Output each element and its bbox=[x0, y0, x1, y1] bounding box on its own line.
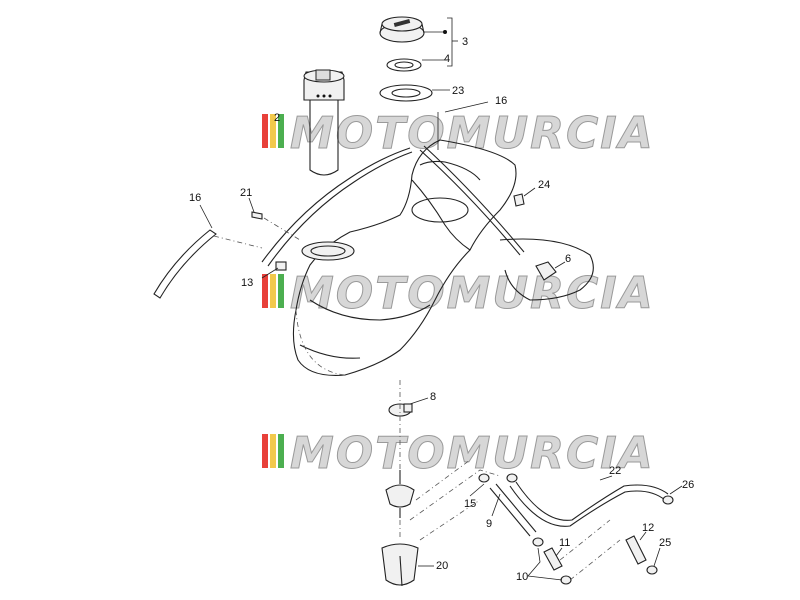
filter-cup bbox=[381, 543, 419, 587]
assembly-guide-lines bbox=[213, 217, 621, 581]
callout-21: 21 bbox=[240, 187, 252, 199]
callout-bracket-3-4 bbox=[422, 17, 458, 67]
callout-26: 26 bbox=[682, 479, 694, 491]
hose-left bbox=[153, 229, 217, 299]
callout-25: 25 bbox=[659, 537, 671, 549]
connector-12 bbox=[625, 535, 647, 565]
callout-13: 13 bbox=[241, 277, 253, 289]
svg-text:MOTOMURCIA: MOTOMURCIA bbox=[290, 428, 655, 479]
bolt-24 bbox=[513, 193, 525, 207]
callout-6: 6 bbox=[565, 253, 571, 265]
clip-10b bbox=[560, 575, 572, 585]
screw-21 bbox=[251, 211, 263, 220]
callout-2: 2 bbox=[274, 112, 280, 124]
clip-26 bbox=[662, 495, 674, 505]
svg-text:MOTOMURCIA: MOTOMURCIA bbox=[290, 108, 655, 159]
callout-8: 8 bbox=[430, 391, 436, 403]
callout-24: 24 bbox=[538, 179, 550, 191]
callout-23: 23 bbox=[452, 85, 464, 97]
clip-15b bbox=[506, 473, 518, 483]
callout-11: 11 bbox=[559, 537, 570, 549]
hose-9 bbox=[489, 483, 537, 537]
callout-16-top: 16 bbox=[495, 95, 507, 107]
pump-mounting-ring bbox=[301, 241, 355, 261]
callout-12: 12 bbox=[642, 522, 654, 534]
callout-16-left: 16 bbox=[189, 192, 201, 204]
fuel-tank bbox=[292, 139, 517, 376]
clip-25 bbox=[646, 565, 658, 575]
drain-loop bbox=[499, 238, 594, 301]
fuel-filter bbox=[385, 470, 415, 518]
filler-ring bbox=[379, 84, 433, 102]
callout-3: 3 bbox=[462, 36, 468, 48]
watermark-middle: MOTOMURCIA bbox=[262, 268, 655, 320]
cap-gasket bbox=[386, 58, 422, 72]
callout-20: 20 bbox=[436, 560, 448, 572]
callout-10: 10 bbox=[516, 571, 528, 583]
valve-6 bbox=[535, 261, 557, 281]
svg-text:MOTOMURCIA: MOTOMURCIA bbox=[290, 268, 655, 319]
clip-15 bbox=[478, 473, 490, 483]
check-valve-11 bbox=[543, 547, 563, 571]
callout-4: 4 bbox=[444, 53, 450, 65]
callout-22: 22 bbox=[609, 465, 621, 477]
clip-13 bbox=[275, 261, 287, 271]
breather-hose-upper bbox=[261, 145, 525, 267]
watermark-bottom: MOTOMURCIA bbox=[262, 428, 655, 480]
clip-10a bbox=[532, 537, 544, 547]
callout-9: 9 bbox=[486, 518, 492, 530]
hose-22 bbox=[509, 481, 669, 527]
callout-15: 15 bbox=[464, 498, 476, 510]
fuel-cap bbox=[379, 16, 425, 43]
leader-lines bbox=[199, 89, 683, 581]
watermark-top: MOTOMURCIA bbox=[262, 108, 655, 160]
fuel-pump-unit bbox=[303, 69, 345, 176]
clamp-8 bbox=[388, 403, 413, 417]
